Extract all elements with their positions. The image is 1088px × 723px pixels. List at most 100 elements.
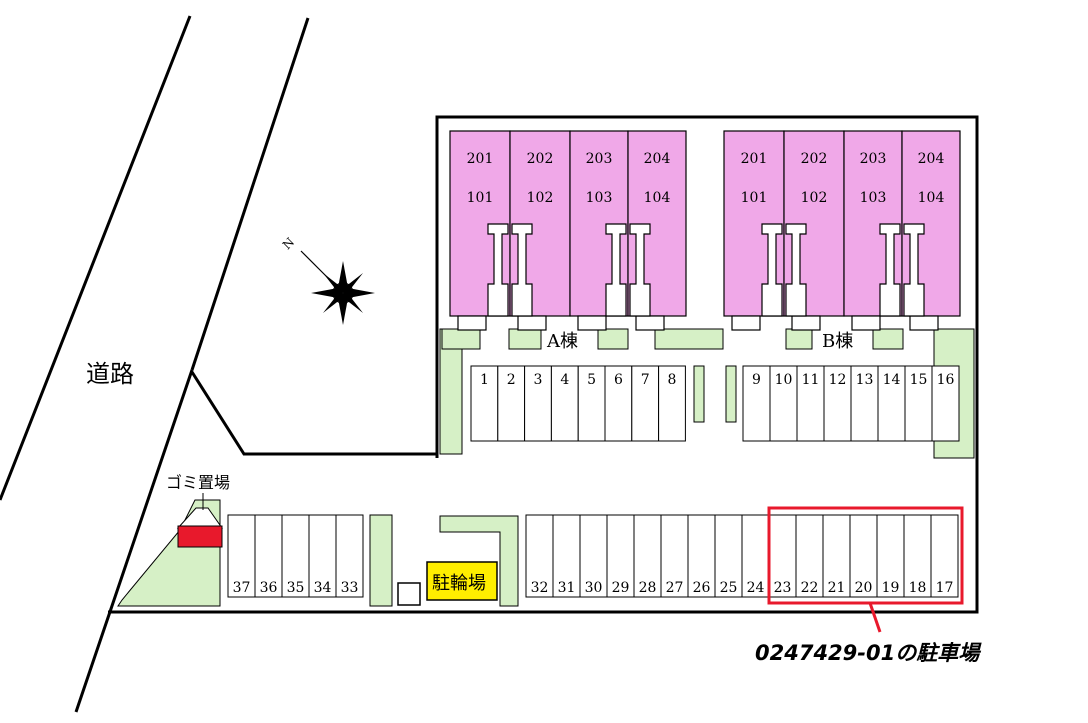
parking-space-31: 31 <box>552 514 581 598</box>
parking-space-24: 24 <box>741 514 770 598</box>
parking-space-18: 18 <box>903 514 932 598</box>
parking-space-label: 31 <box>558 580 576 596</box>
road-edge-right-upper <box>190 17 310 371</box>
green-a-mid2 <box>597 328 629 350</box>
parking-row-bottom-left: 37 36 35 34 33 <box>227 514 364 598</box>
site-outline <box>108 115 979 614</box>
parking-space-32: 32 <box>525 514 554 598</box>
parking-space-label: 20 <box>855 580 873 596</box>
garbage-box <box>177 525 223 548</box>
parking-space-34: 34 <box>308 514 337 598</box>
parking-space-1: 1 <box>470 365 499 442</box>
parking-space-label: 7 <box>641 372 650 388</box>
parking-space-19: 19 <box>876 514 905 598</box>
unit-upper-label: 202 <box>801 151 828 167</box>
parking-space-8: 8 <box>658 365 686 442</box>
parking-space-label: 35 <box>287 580 305 596</box>
parking-space-label: 10 <box>775 372 793 388</box>
unit-upper-label: 204 <box>918 151 945 167</box>
parking-space-17: 17 <box>930 514 959 598</box>
parking-space-label: 14 <box>883 372 901 388</box>
parking-space-label: 4 <box>560 372 569 388</box>
road-edge-right-lower <box>74 369 194 713</box>
parking-space-label: 34 <box>314 580 332 596</box>
parking-space-label: 15 <box>910 372 928 388</box>
unit-lower-label: 103 <box>860 190 887 206</box>
parking-space-label: 1 <box>480 372 489 388</box>
parking-space-label: 32 <box>531 580 549 596</box>
parking-space-12: 12 <box>823 365 852 442</box>
road-label: 道路 <box>86 360 134 388</box>
parking-space-label: 37 <box>233 580 251 596</box>
unit-lower-label: 103 <box>586 190 613 206</box>
building-a-label: A棟 <box>546 331 578 352</box>
parking-space-label: 5 <box>587 372 596 388</box>
parking-space-37: 37 <box>227 514 256 598</box>
parking-space-label: 3 <box>534 372 543 388</box>
road-lines <box>0 15 310 713</box>
green-b-mid1 <box>785 328 813 350</box>
bicycle-parking-box <box>426 561 498 601</box>
parking-space-label: 6 <box>614 372 623 388</box>
unit-upper-label: 203 <box>860 151 887 167</box>
parking-space-3: 3 <box>524 365 552 442</box>
parking-space-label: 19 <box>882 580 900 596</box>
unit-lower-label: 104 <box>644 190 671 206</box>
garbage-label: ゴミ置場 <box>166 473 230 492</box>
building-b-label: B棟 <box>822 331 853 352</box>
unit-b-3: 203 103 <box>843 130 903 331</box>
parking-space-28: 28 <box>633 514 662 598</box>
parking-space-label: 36 <box>260 580 278 596</box>
parking-space-20: 20 <box>849 514 878 598</box>
parking-space-23: 23 <box>768 514 797 598</box>
unit-lower-label: 104 <box>918 190 945 206</box>
parking-space-label: 13 <box>856 372 874 388</box>
green-bottom-strip-1 <box>369 514 393 607</box>
parking-space-label: 9 <box>752 372 761 388</box>
parking-space-label: 27 <box>666 580 684 596</box>
garbage-area <box>176 507 223 548</box>
unit-lower-label: 101 <box>467 190 494 206</box>
green-a-left <box>441 328 481 350</box>
green-between <box>654 328 724 350</box>
parking-space-label: 21 <box>828 580 846 596</box>
parking-space-33: 33 <box>335 514 364 598</box>
unit-upper-label: 201 <box>741 151 768 167</box>
green-b-mid2 <box>872 328 904 350</box>
parking-space-label: 33 <box>341 580 359 596</box>
parking-space-label: 24 <box>747 580 765 596</box>
utility-box <box>397 582 421 606</box>
compass-north-label: N <box>280 235 297 252</box>
parking-space-14: 14 <box>877 365 906 442</box>
green-divider-2 <box>725 365 737 423</box>
parking-space-13: 13 <box>850 365 879 442</box>
parking-space-10: 10 <box>769 365 798 442</box>
green-a-mid1 <box>508 328 542 350</box>
green-areas <box>117 328 975 607</box>
parking-space-label: 29 <box>612 580 630 596</box>
parking-space-label: 16 <box>937 372 955 388</box>
parking-space-25: 25 <box>714 514 743 598</box>
parking-space-15: 15 <box>904 365 933 442</box>
parking-space-7: 7 <box>631 365 660 442</box>
parking-space-label: 17 <box>936 580 954 596</box>
parking-space-label: 22 <box>801 580 819 596</box>
parking-space-label: 18 <box>909 580 927 596</box>
parking-space-27: 27 <box>660 514 689 598</box>
highlight-pointer <box>868 602 882 633</box>
highlight-caption: 0247429-01の駐車場 <box>755 641 982 665</box>
parking-space-label: 28 <box>639 580 657 596</box>
